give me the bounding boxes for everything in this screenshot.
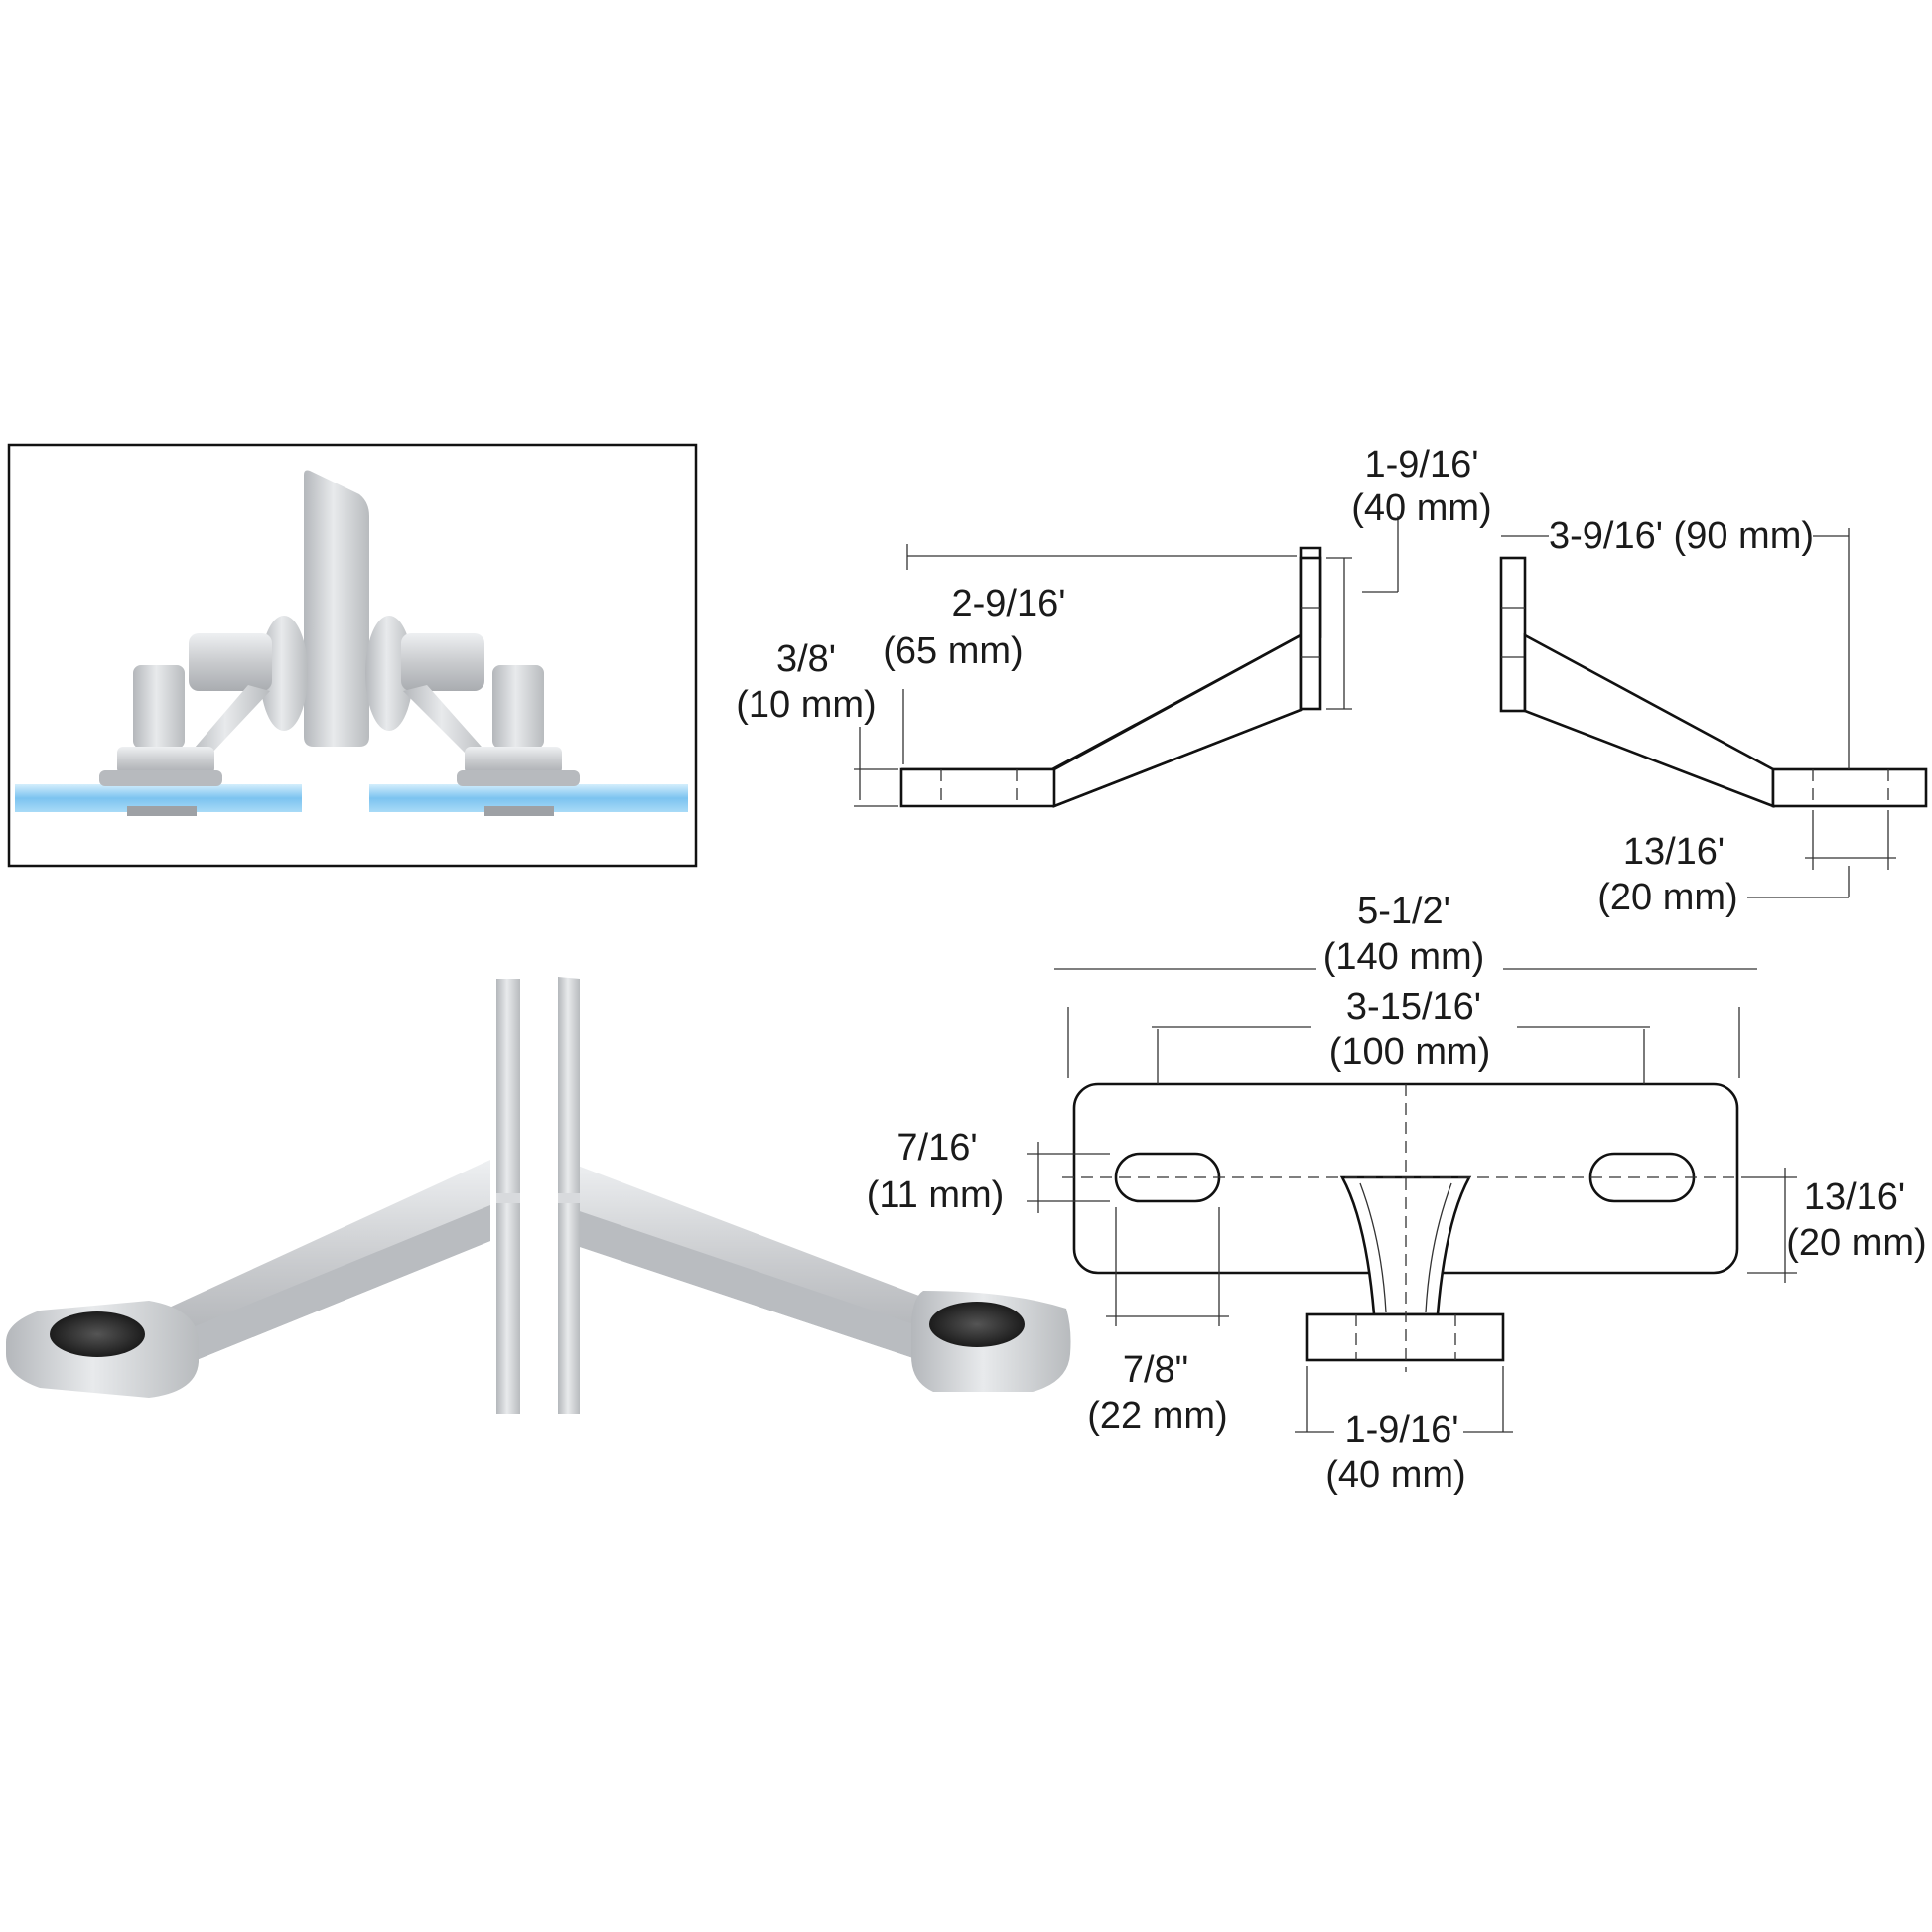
inset-base-left bbox=[117, 747, 214, 774]
inset-boss-right bbox=[401, 633, 484, 691]
dim-left-arm-mm: (65 mm) bbox=[883, 630, 1023, 672]
dim-overall-in: 5-1/2' bbox=[1357, 891, 1450, 932]
dim-fin-width-mm: (40 mm) bbox=[1325, 1454, 1465, 1496]
inset-base-right bbox=[465, 747, 562, 774]
side-right-plate bbox=[1499, 556, 1527, 713]
inset-fin-plate bbox=[304, 470, 369, 747]
product-hole-left bbox=[50, 1311, 145, 1357]
top-view-drawing: 5-1/2' (140 mm) 3-15/16' (100 mm) 7/16' … bbox=[867, 891, 1927, 1496]
spider-fitting-product-image bbox=[6, 977, 1071, 1414]
side-left-arm-web bbox=[1052, 632, 1303, 808]
top-neck-edge-right bbox=[1425, 1182, 1452, 1313]
dim-right-arm: 3-9/16' (90 mm) bbox=[1549, 515, 1814, 557]
dim-plate-in: 1-9/16' bbox=[1364, 444, 1478, 485]
product-hole-right bbox=[929, 1302, 1025, 1347]
dim-thickness-mm: (10 mm) bbox=[736, 684, 876, 726]
dim-slot-height-mm: (11 mm) bbox=[867, 1174, 1005, 1216]
dim-base-depth-in: 13/16' bbox=[1804, 1176, 1905, 1218]
dim-plate-mm: (40 mm) bbox=[1351, 487, 1491, 529]
dim-spacing-mm: (100 mm) bbox=[1329, 1032, 1491, 1073]
dim-thickness-in: 3/8' bbox=[776, 638, 836, 680]
inset-arm-right bbox=[403, 685, 488, 755]
dim-base-depth-mm: (20 mm) bbox=[1786, 1222, 1926, 1264]
side-right-arm-web bbox=[1523, 632, 1775, 808]
inset-holder-left bbox=[133, 665, 185, 749]
dim-spacing-in: 3-15/16' bbox=[1346, 986, 1481, 1028]
inset-washer-left bbox=[99, 770, 222, 786]
inset-nut-right bbox=[484, 806, 554, 816]
dim-hole-in: 13/16' bbox=[1623, 831, 1725, 873]
dim-left-arm-in: 2-9/16' bbox=[951, 583, 1065, 624]
inset-boss-left bbox=[189, 633, 272, 691]
inset-arm-left bbox=[189, 685, 270, 755]
dim-slot-length-in: 7/8" bbox=[1123, 1349, 1188, 1391]
side-right-foot bbox=[1771, 767, 1928, 808]
top-fin-plate bbox=[1305, 1312, 1505, 1362]
product-arm-right-shade bbox=[562, 1205, 949, 1368]
dim-hole-mm: (20 mm) bbox=[1597, 877, 1737, 918]
product-arm-left-shade bbox=[171, 1205, 490, 1368]
top-neck-edge-left bbox=[1359, 1182, 1387, 1313]
dim-fin-width-in: 1-9/16' bbox=[1344, 1409, 1458, 1450]
inset-holder-right bbox=[492, 665, 544, 749]
dim-slot-height-in: 7/16' bbox=[897, 1127, 977, 1169]
dim-slot-length-mm: (22 mm) bbox=[1087, 1395, 1227, 1437]
inset-nut-left bbox=[127, 806, 197, 816]
inset-washer-right bbox=[457, 770, 580, 786]
top-slot-right bbox=[1588, 1152, 1696, 1203]
product-fin-joint-left bbox=[496, 1193, 520, 1203]
side-left-plate bbox=[1299, 556, 1322, 711]
side-view-drawing: 2-9/16' (65 mm) 3/8' (10 mm) 1-9/16' (40… bbox=[736, 444, 1928, 918]
installation-inset-image bbox=[7, 443, 698, 868]
product-fin-joint-right bbox=[558, 1193, 580, 1203]
dim-overall-mm: (140 mm) bbox=[1323, 936, 1485, 978]
